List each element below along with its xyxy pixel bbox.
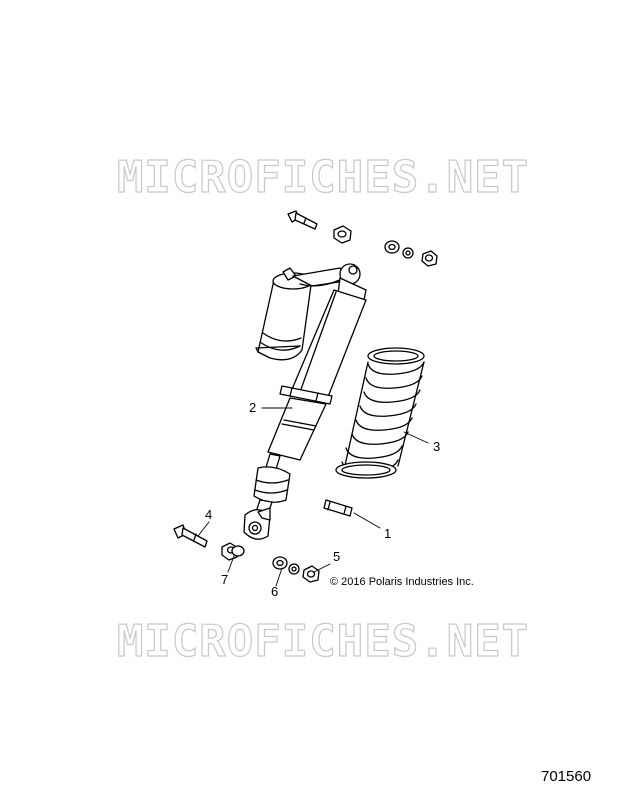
callout-4: 4 <box>205 507 213 522</box>
callout-2: 2 <box>249 400 257 415</box>
top-washer-a <box>384 240 400 254</box>
watermark-top: MICROFICHES.NET <box>116 152 530 203</box>
retaining-clip <box>323 499 353 517</box>
callout-1: 1 <box>384 526 392 541</box>
top-bolt <box>287 210 318 230</box>
callout-6: 6 <box>271 584 279 599</box>
shock-absorber <box>243 263 367 540</box>
coil-spring <box>335 347 425 479</box>
copyright-notice: © 2016 Polaris Industries Inc. <box>330 576 474 588</box>
lower-washer-a <box>272 556 288 570</box>
top-washer-b <box>402 247 414 259</box>
top-nut-b <box>421 250 438 267</box>
reference-number: 701560 <box>541 768 592 785</box>
callout-3: 3 <box>433 439 441 454</box>
callout-7: 7 <box>221 572 229 587</box>
top-nut <box>333 225 352 244</box>
lower-nut-b <box>302 565 320 583</box>
lower-bolt <box>173 524 208 548</box>
lower-washer-b <box>288 563 300 575</box>
watermark-bottom: MICROFICHES.NET <box>116 616 530 667</box>
leader-lines <box>197 407 429 587</box>
callout-5: 5 <box>333 549 341 564</box>
